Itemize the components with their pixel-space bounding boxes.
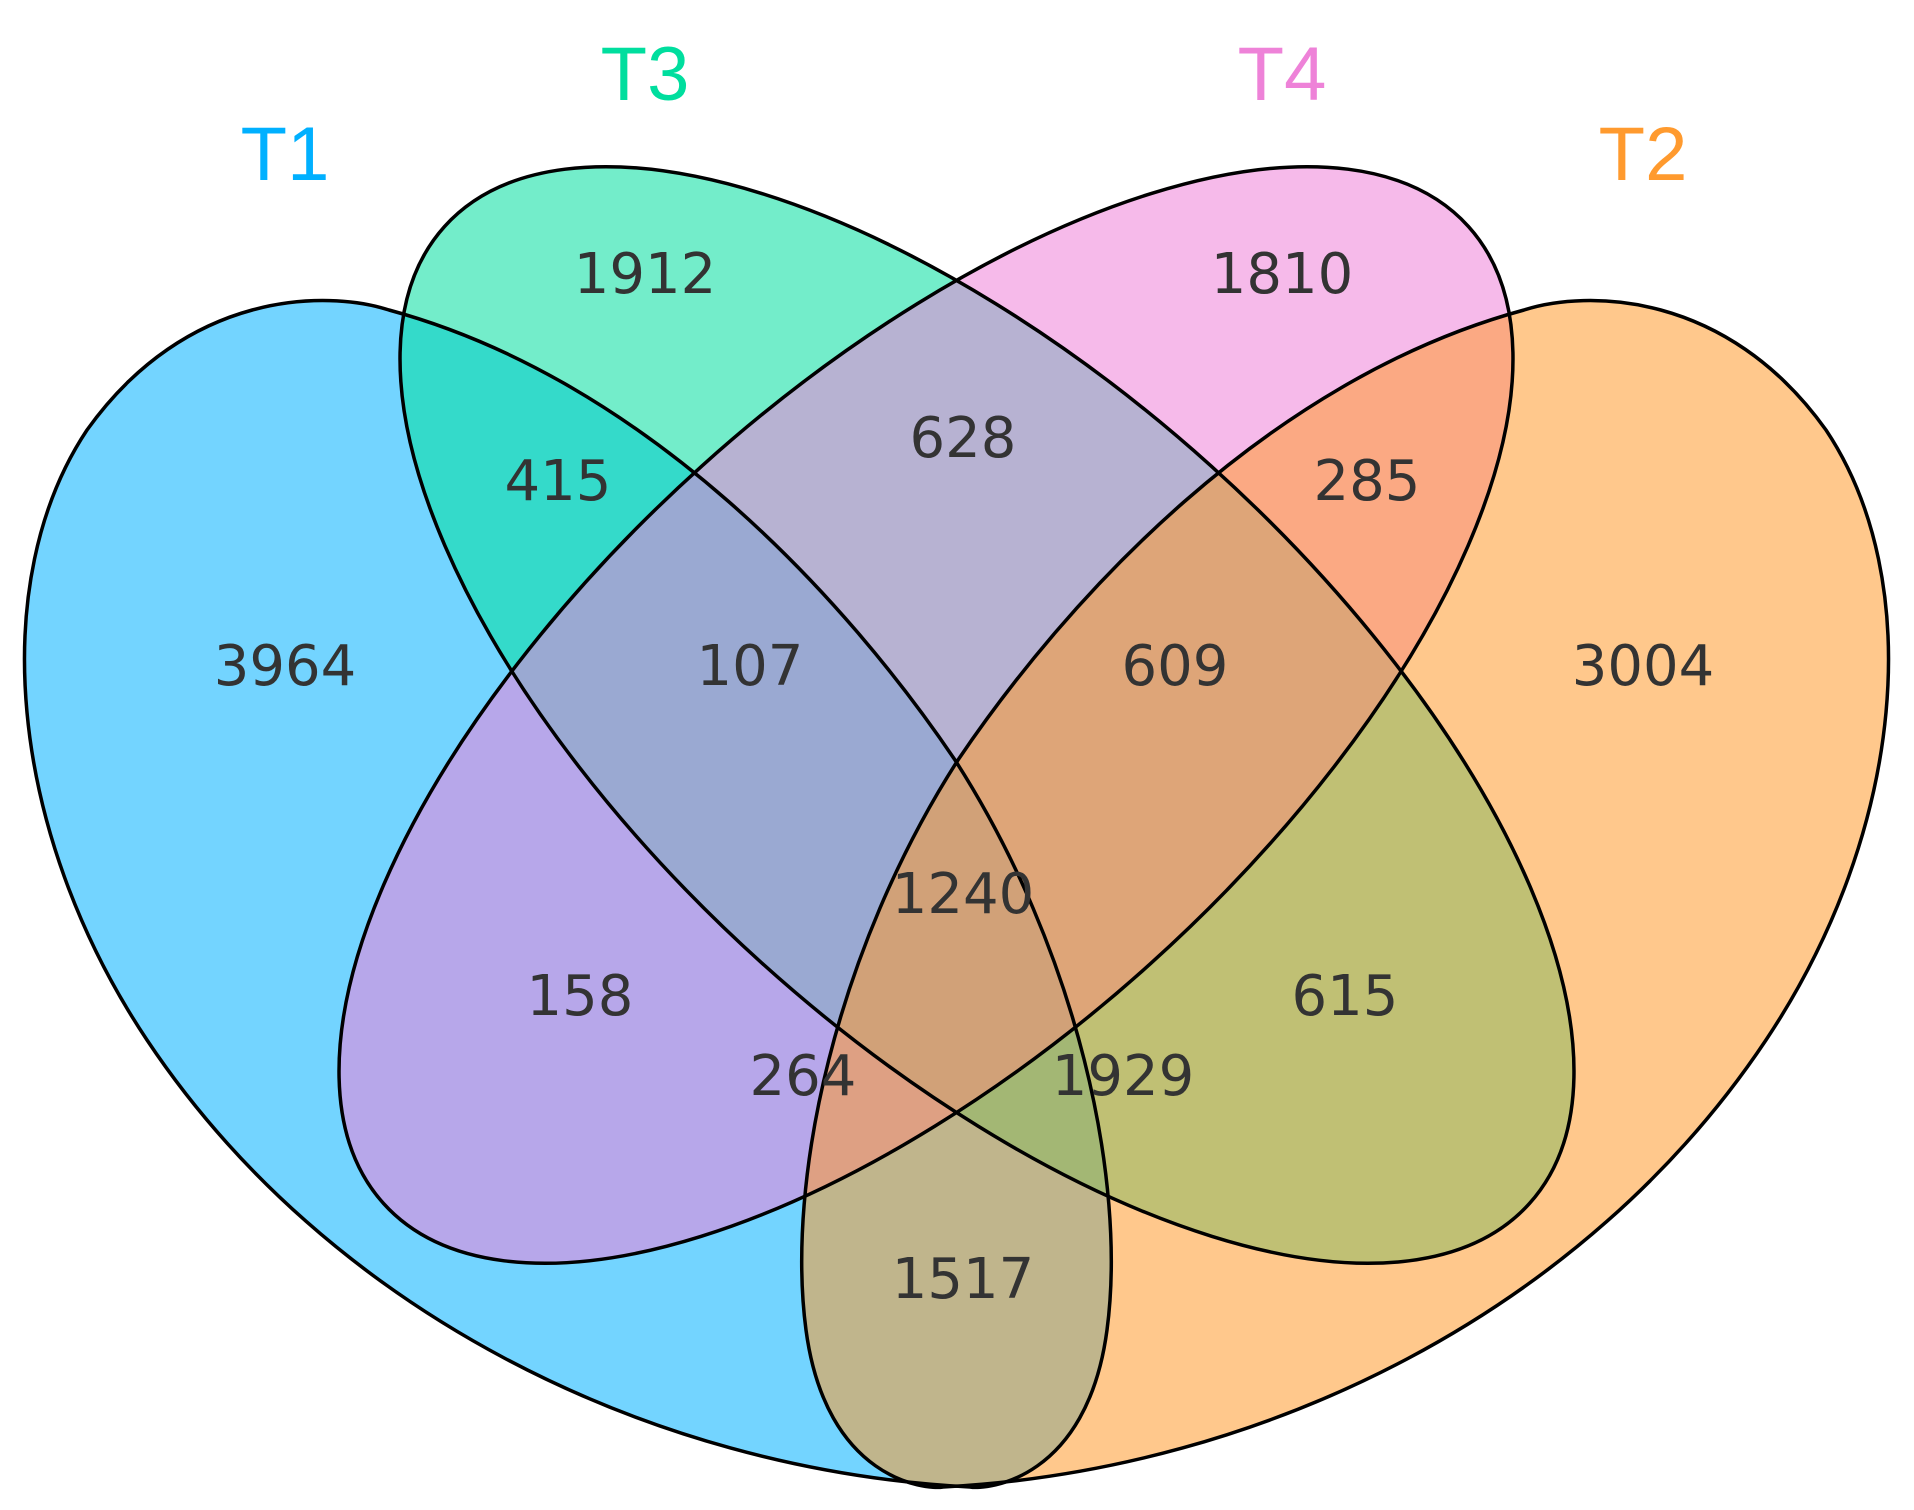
set-t1-outline (22, 298, 1113, 1490)
count-t3-t2: 615 (1292, 964, 1399, 1029)
count-t1-t2: 1517 (892, 1247, 1035, 1312)
count-t1-t4-t2: 264 (750, 1044, 857, 1109)
set-t2-outline (800, 298, 1891, 1490)
count-t1-t4: 158 (527, 964, 634, 1029)
count-t1-t3-t2: 1929 (1052, 1044, 1195, 1109)
count-t1-t3-t4: 107 (697, 634, 804, 699)
count-t4-t2: 285 (1314, 449, 1421, 514)
label-t2: T2 (1599, 112, 1688, 197)
count-t1-only: 3964 (214, 634, 357, 699)
count-t3-t4: 628 (910, 406, 1017, 471)
count-t3-t4-t2: 609 (1122, 634, 1229, 699)
set-labels: T1 T3 T4 T2 (241, 32, 1688, 197)
set-t3-outline (398, 165, 1576, 1265)
count-t4-only: 1810 (1211, 242, 1354, 307)
set-t2-ellipse (801, 300, 1889, 1488)
count-t3-only: 1912 (574, 242, 717, 307)
label-t1: T1 (241, 112, 330, 197)
count-all: 1240 (892, 862, 1035, 927)
set-fills (24, 166, 1889, 1488)
label-t4: T4 (1238, 32, 1327, 117)
set-t4-outline (337, 165, 1515, 1265)
set-outlines (22, 165, 1891, 1490)
count-t2-only: 3004 (1572, 634, 1715, 699)
set-t4-ellipse (339, 166, 1513, 1264)
count-t1-t3: 415 (505, 449, 612, 514)
region-counts: 3964 1912 1810 3004 415 628 285 107 609 … (214, 242, 1715, 1312)
label-t3: T3 (601, 32, 690, 117)
